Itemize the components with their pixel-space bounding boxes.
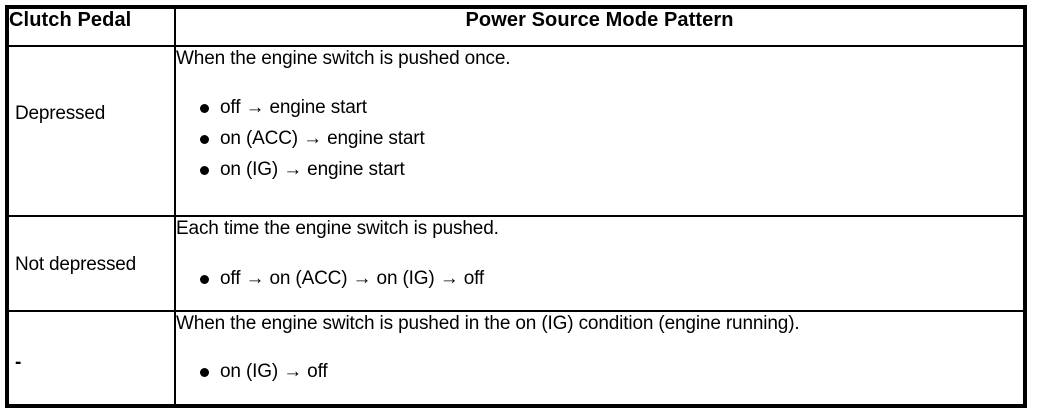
table-row: Not depressed Each time the engine switc… [6, 214, 1026, 313]
bullet-dot-icon [200, 274, 209, 284]
column-header-power-source-mode-pattern: Power Source Mode Pattern [174, 6, 1026, 47]
row-label-none: - [15, 352, 22, 374]
table-header: Clutch Pedal Power Source Mode Pattern [6, 6, 1026, 47]
table-body: Depressed When the engine switch is push… [6, 45, 1026, 407]
lead-text: Each time the engine switch is pushed. [176, 217, 499, 239]
row-label-depressed: Depressed [15, 103, 106, 124]
list-item-label: off → engine start [220, 97, 367, 118]
table-row: Depressed When the engine switch is push… [6, 45, 1026, 217]
list-item-label: off → on (ACC) → on (IG) → off [220, 267, 485, 289]
table-row: - When the engine switch is pushed in th… [6, 310, 1026, 407]
bullet-dot-icon [200, 368, 209, 378]
pattern-list: off → on (ACC) → on (IG) → off [176, 264, 1023, 294]
column-header-clutch-pedal: Clutch Pedal [6, 6, 176, 47]
row-label-not-depressed: Not depressed [15, 253, 136, 275]
bullet-dot-icon [200, 103, 209, 113]
list-item-label: on (ACC) → engine start [220, 128, 425, 149]
table-header-row: Clutch Pedal Power Source Mode Pattern [6, 6, 1026, 47]
list-item-label: on (IG) → off [220, 361, 328, 383]
row-label-cell-not-depressed: Not depressed [6, 214, 176, 313]
pattern-list: on (IG) → off [176, 357, 1023, 387]
list-item: on (IG) → engine start [176, 154, 1023, 185]
list-item: off → on (ACC) → on (IG) → off [176, 264, 1023, 294]
pattern-list: off → engine start on (ACC) → engine sta… [176, 92, 1023, 185]
bullet-dot-icon [200, 165, 209, 175]
power-source-mode-table: Clutch Pedal Power Source Mode Pattern D… [5, 5, 1027, 408]
row-content-cell-not-depressed: Each time the engine switch is pushed. o… [174, 214, 1026, 313]
list-item: on (IG) → off [176, 357, 1023, 387]
list-item-label: on (IG) → engine start [220, 159, 405, 180]
row-content-cell-none: When the engine switch is pushed in the … [174, 310, 1026, 407]
row-label-cell-none: - [6, 310, 176, 407]
bullet-dot-icon [200, 134, 209, 144]
lead-text: When the engine switch is pushed once. [176, 48, 511, 69]
lead-text: When the engine switch is pushed in the … [176, 313, 800, 335]
list-item: on (ACC) → engine start [176, 123, 1023, 154]
list-item: off → engine start [176, 92, 1023, 123]
row-content-cell-depressed: When the engine switch is pushed once. o… [174, 45, 1026, 217]
row-label-cell-depressed: Depressed [6, 45, 176, 217]
